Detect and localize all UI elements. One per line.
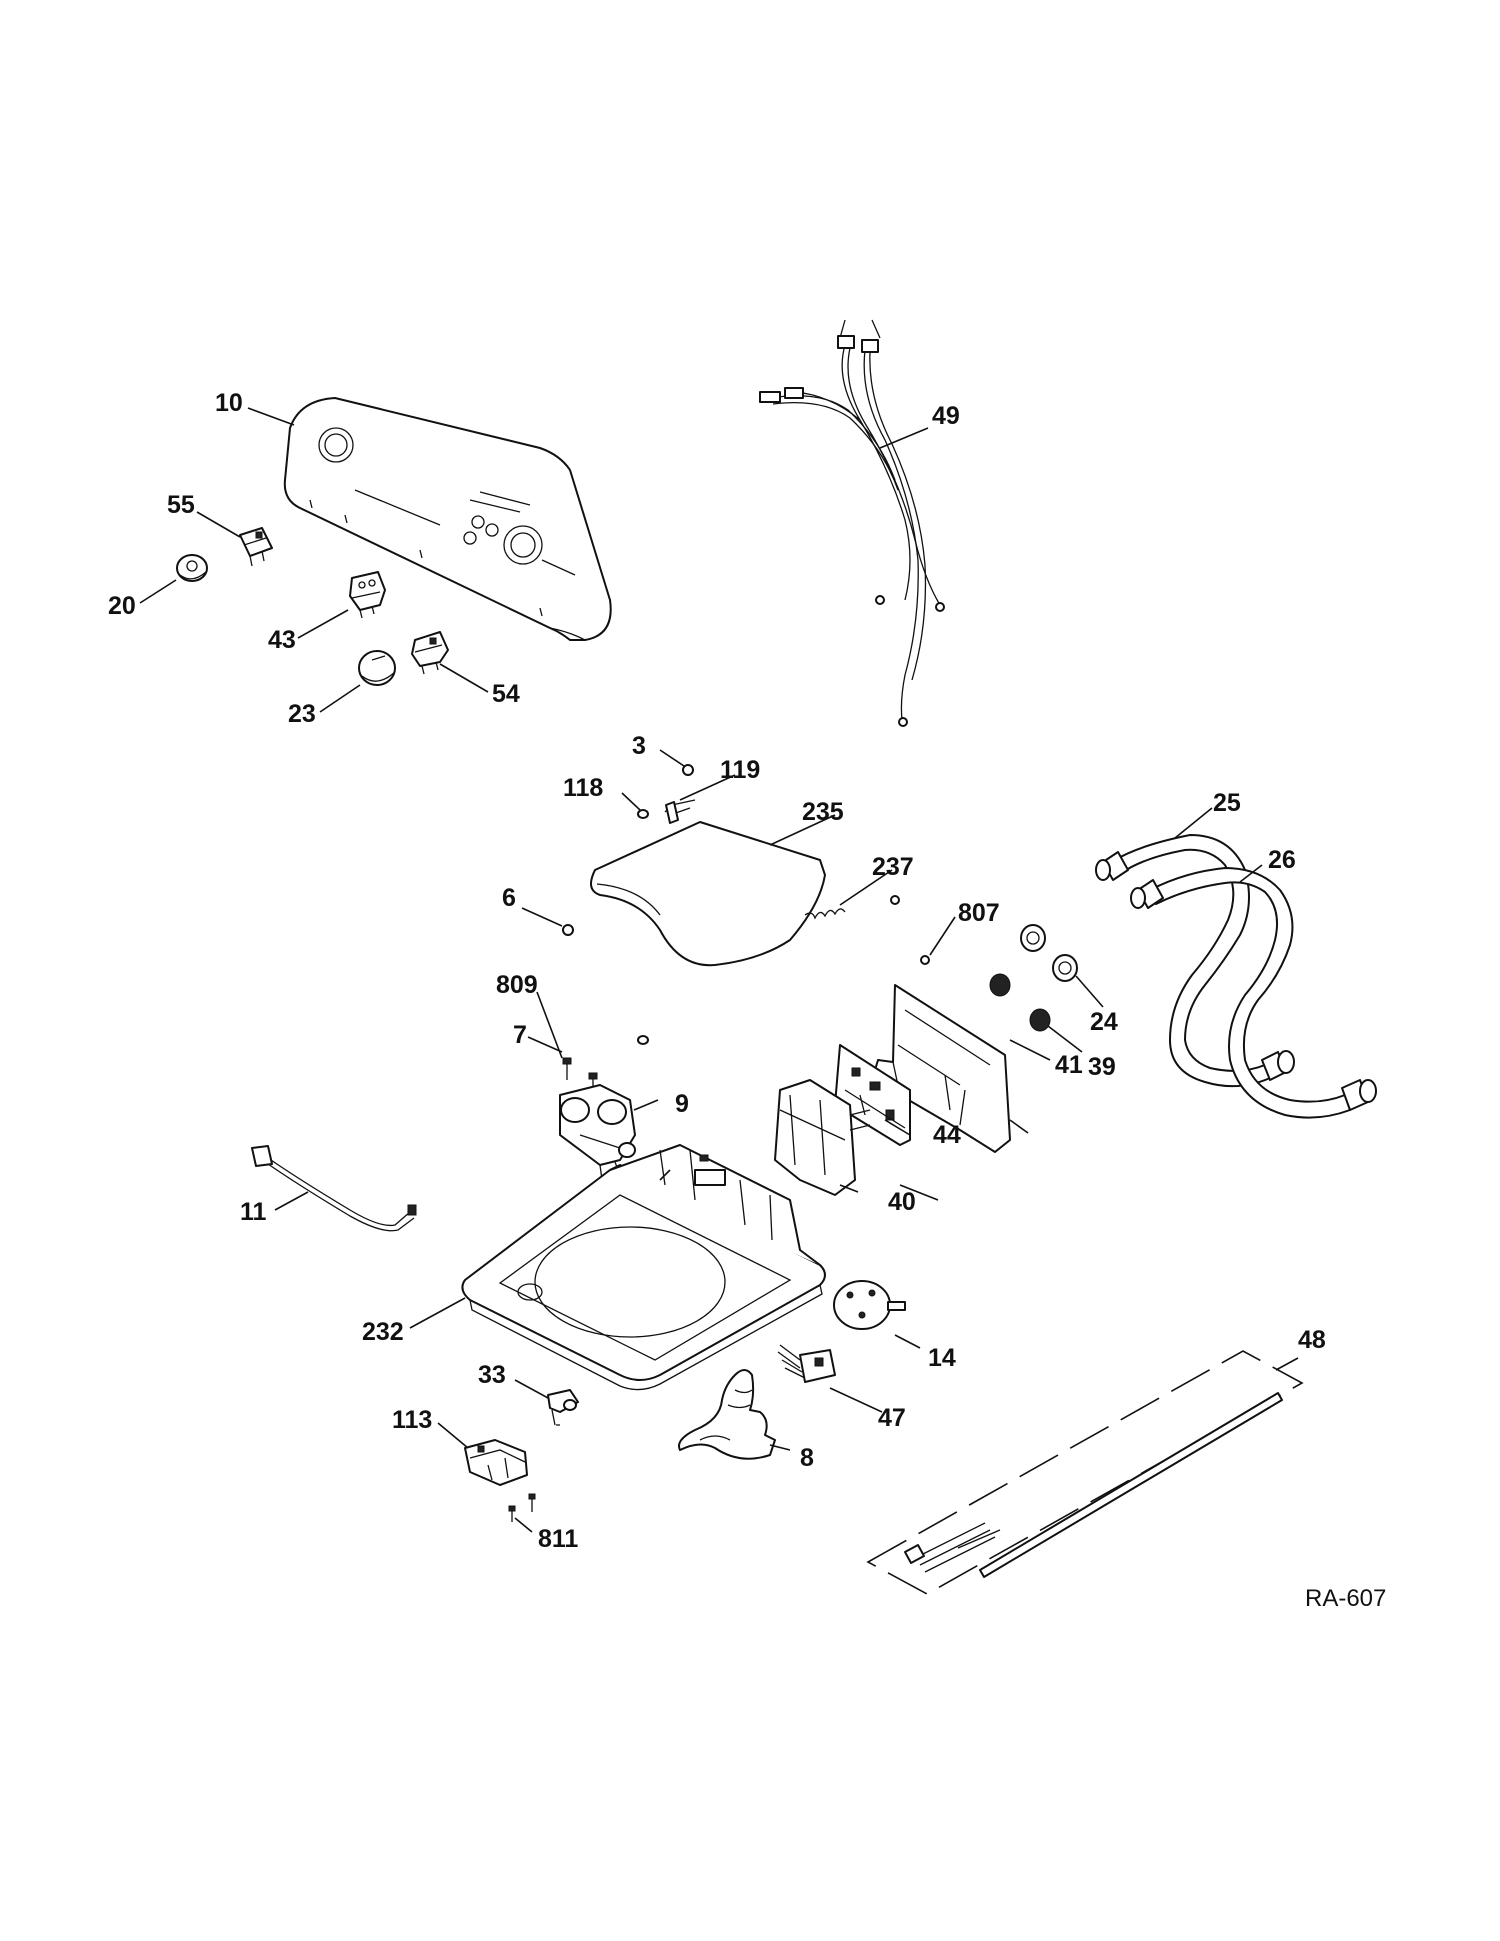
drain-8-part xyxy=(678,1369,776,1460)
pressure-switch-14-part xyxy=(833,1280,906,1330)
wire-connector-47-part xyxy=(777,1344,836,1383)
wire-11-part xyxy=(251,1145,417,1232)
callout-25: 25 xyxy=(1213,789,1241,817)
lid-235-part xyxy=(590,821,826,967)
washer-24-part xyxy=(1020,924,1078,982)
callout-9: 9 xyxy=(675,1090,689,1118)
kit-48-part xyxy=(866,1350,1304,1595)
callout-11: 11 xyxy=(240,1198,267,1226)
callout-10: 10 xyxy=(215,389,243,417)
callout-14: 14 xyxy=(928,1344,956,1372)
wire-harness-49-part xyxy=(759,319,945,727)
callout-20: 20 xyxy=(108,592,136,620)
knob-23-part xyxy=(358,650,396,686)
inlet-hose-26-part xyxy=(1130,867,1377,1119)
diagram-code: RA-607 xyxy=(1305,1585,1386,1612)
callout-7: 7 xyxy=(513,1021,527,1049)
callout-47: 47 xyxy=(878,1404,906,1432)
switch-43-part xyxy=(349,571,386,619)
sensor-33-part xyxy=(547,1389,579,1426)
screw-3-part xyxy=(682,764,694,776)
callout-3: 3 xyxy=(632,732,646,760)
callout-235: 235 xyxy=(802,798,844,826)
callout-232: 232 xyxy=(362,1318,404,1346)
spring-237-part xyxy=(804,895,900,920)
callout-26: 26 xyxy=(1268,846,1296,874)
callout-119: 119 xyxy=(720,756,760,784)
callout-237: 237 xyxy=(872,853,914,881)
callout-118: 118 xyxy=(563,774,603,802)
screw-811-part xyxy=(508,1493,536,1522)
callout-43: 43 xyxy=(268,626,296,654)
top-cover-232-part xyxy=(461,1144,826,1391)
callout-49: 49 xyxy=(932,402,960,430)
callout-113: 113 xyxy=(392,1406,432,1434)
callout-55: 55 xyxy=(167,491,195,519)
callout-24: 24 xyxy=(1090,1008,1118,1036)
callout-44: 44 xyxy=(933,1121,961,1149)
bumper-6-part xyxy=(562,924,574,936)
screw-807-part xyxy=(920,955,930,965)
callout-809: 809 xyxy=(496,971,538,999)
callout-807: 807 xyxy=(958,899,1000,927)
screen-39-part xyxy=(989,973,1051,1032)
bracket-41-part xyxy=(874,984,1011,1153)
hinge-pin-119-part xyxy=(664,799,696,824)
grommet-lid-part xyxy=(637,1035,649,1045)
callout-39: 39 xyxy=(1088,1053,1116,1081)
bushing-118-part xyxy=(637,809,649,819)
leader-lines xyxy=(139,407,1299,1533)
callout-54: 54 xyxy=(492,680,520,708)
callout-40: 40 xyxy=(888,1188,916,1216)
callout-811: 811 xyxy=(538,1525,578,1553)
callout-23: 23 xyxy=(288,700,316,728)
callout-33: 33 xyxy=(478,1361,506,1389)
water-valve-7-part xyxy=(559,1084,636,1181)
callout-labels: 10 55 20 43 23 54 49 3 118 119 235 237 6… xyxy=(108,389,1326,1553)
lid-lock-113-part xyxy=(464,1439,528,1486)
callout-6: 6 xyxy=(502,884,516,912)
control-panel-part xyxy=(283,397,612,641)
callout-41: 41 xyxy=(1055,1051,1083,1079)
knob-20-part xyxy=(176,554,208,582)
switch-54-part xyxy=(411,631,449,675)
callout-8: 8 xyxy=(800,1444,814,1472)
callout-48: 48 xyxy=(1298,1326,1326,1354)
switch-55-part xyxy=(239,527,273,567)
